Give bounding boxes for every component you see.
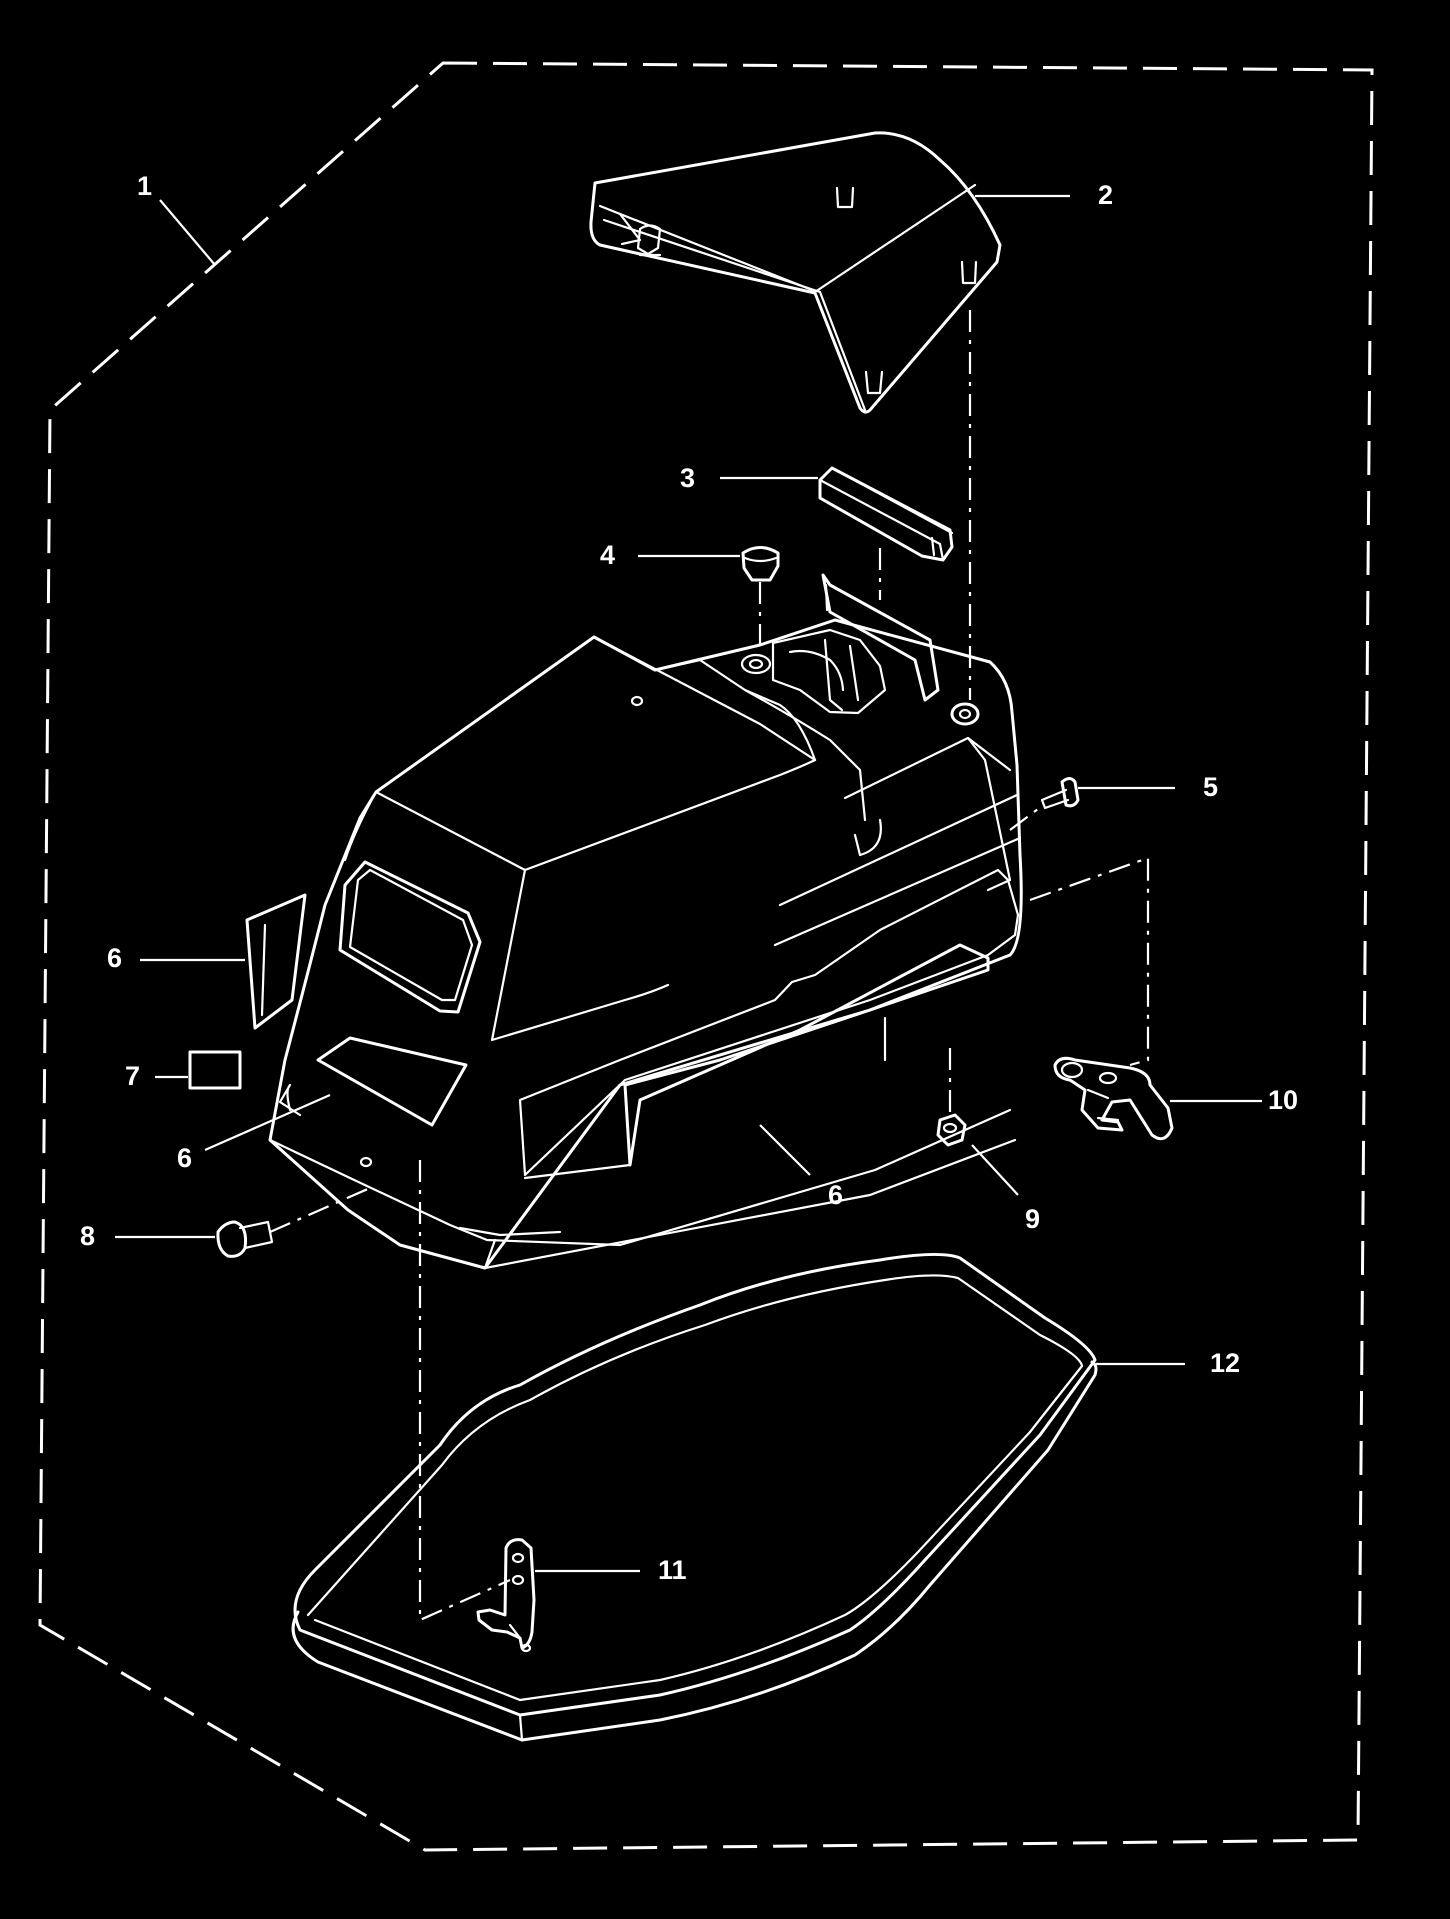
part-seal-ring [291,1252,1098,1742]
callout-8: 8 [80,1221,95,1251]
leader-6b [204,1093,331,1152]
part-screw-lower [216,1220,274,1258]
callout-4: 4 [600,540,615,570]
centerline-screw-upper [1009,805,1043,831]
part-nut [936,1113,967,1147]
callout-6c: 6 [828,1180,843,1210]
part-top-cover [589,131,1002,414]
part-seal-strip [818,466,954,562]
callout-5: 5 [1203,772,1218,802]
centerline-latch [1029,856,1150,1067]
leader-6c [759,1124,811,1176]
part-decal-side-left [245,893,307,1030]
callout-11: 11 [658,1555,687,1585]
callout-10: 10 [1268,1085,1298,1115]
part-latch-bracket [1053,1056,1174,1141]
callout-6b: 6 [177,1143,192,1173]
kit-boundary-outline [38,61,1374,1852]
callout-1: 1 [137,171,152,201]
part-decal-front [316,1036,468,1127]
part-lower-bracket [476,1538,536,1653]
centerline-lower-bracket [418,1160,511,1622]
callout-7: 7 [125,1061,140,1091]
leader-1 [159,199,216,266]
callout-12: 12 [1210,1348,1240,1378]
callout-3: 3 [680,463,695,493]
part-screw-upper [1040,777,1080,810]
callout-9: 9 [1025,1204,1040,1234]
callout-6a: 6 [107,943,122,973]
callout-2: 2 [1098,180,1113,210]
part-small-label [188,1050,242,1090]
part-top-cowling [268,573,1023,1270]
part-plug [741,546,780,582]
centerline-screw-lower [269,1186,371,1234]
leader-9 [971,1144,1019,1196]
